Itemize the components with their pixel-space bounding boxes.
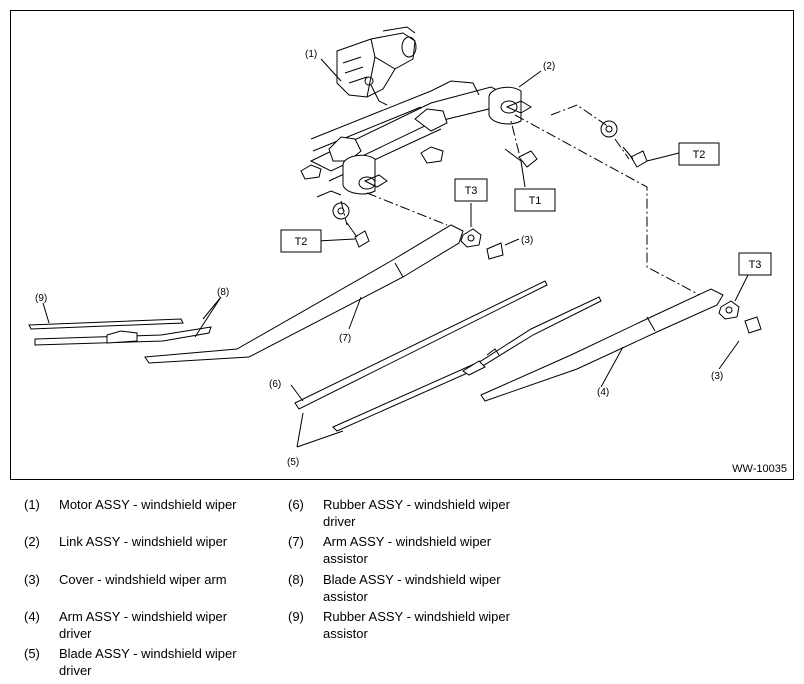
left-bushing-bolt xyxy=(332,202,370,248)
legend-number: (2) xyxy=(24,534,40,549)
left-nut-cover xyxy=(460,228,504,260)
legend-text: Rubber ASSY - windshield wiper assistor xyxy=(323,609,510,641)
torque-label-t2-right: T2 xyxy=(693,149,706,161)
legend-number: (9) xyxy=(288,609,304,624)
leader-lines xyxy=(42,58,750,448)
exploded-diagram: T1 T2 T2 T3 T3 (1) (2) (3) (3) (4) (5) (… xyxy=(10,10,794,480)
legend-text: Blade ASSY - windshield wiper driver xyxy=(59,646,237,678)
callout-3-right: (3) xyxy=(711,371,723,382)
legend-number: (4) xyxy=(24,609,40,624)
torque-label-t2-left: T2 xyxy=(295,236,308,248)
legend-text: Motor ASSY - windshield wiper xyxy=(59,497,237,512)
legend-number: (1) xyxy=(24,497,40,512)
legend-text: Arm ASSY - windshield wiper driver xyxy=(59,609,228,641)
legend-text: Rubber ASSY - windshield wiper driver xyxy=(323,497,510,529)
driver-rubber xyxy=(294,280,548,410)
legend-number: (6) xyxy=(288,497,304,512)
torque-label-t3-right: T3 xyxy=(749,259,762,271)
callout-2: (2) xyxy=(543,61,555,72)
callout-5: (5) xyxy=(287,457,299,468)
driver-blade xyxy=(332,296,602,432)
legend-number: (7) xyxy=(288,534,304,549)
assistor-arm xyxy=(144,224,464,364)
callout-8: (8) xyxy=(217,287,229,298)
callout-9: (9) xyxy=(35,293,47,304)
callout-6: (6) xyxy=(269,379,281,390)
torque-label-t3-left: T3 xyxy=(465,185,478,197)
torque-boxes xyxy=(280,142,772,276)
wiper-linkage xyxy=(300,80,532,198)
assistor-blade xyxy=(28,318,212,346)
legend-text: Arm ASSY - windshield wiper assistor xyxy=(323,534,492,566)
diagram-drawing: T1 T2 T2 T3 T3 (1) (2) (3) (3) (4) (5) (… xyxy=(28,26,772,468)
legend-number: (8) xyxy=(288,572,304,587)
callout-1: (1) xyxy=(305,49,317,60)
center-bolt xyxy=(504,148,538,168)
torque-label-t1: T1 xyxy=(529,195,542,207)
callout-4: (4) xyxy=(597,387,609,398)
legend-text: Link ASSY - windshield wiper xyxy=(59,534,228,549)
driver-arm xyxy=(480,288,724,402)
right-nut-cover xyxy=(718,300,762,334)
figure-id: WW-10035 xyxy=(732,463,787,475)
callout-3-left: (3) xyxy=(521,235,533,246)
assembly-lines xyxy=(340,104,712,302)
legend-number: (3) xyxy=(24,572,40,587)
legend-number: (5) xyxy=(24,646,40,661)
right-bushing-bolt xyxy=(600,120,648,168)
legend-text: Blade ASSY - windshield wiper assistor xyxy=(323,572,501,604)
legend-text: Cover - windshield wiper arm xyxy=(59,572,227,587)
callout-7: (7) xyxy=(339,333,351,344)
wiper-motor xyxy=(336,26,417,106)
